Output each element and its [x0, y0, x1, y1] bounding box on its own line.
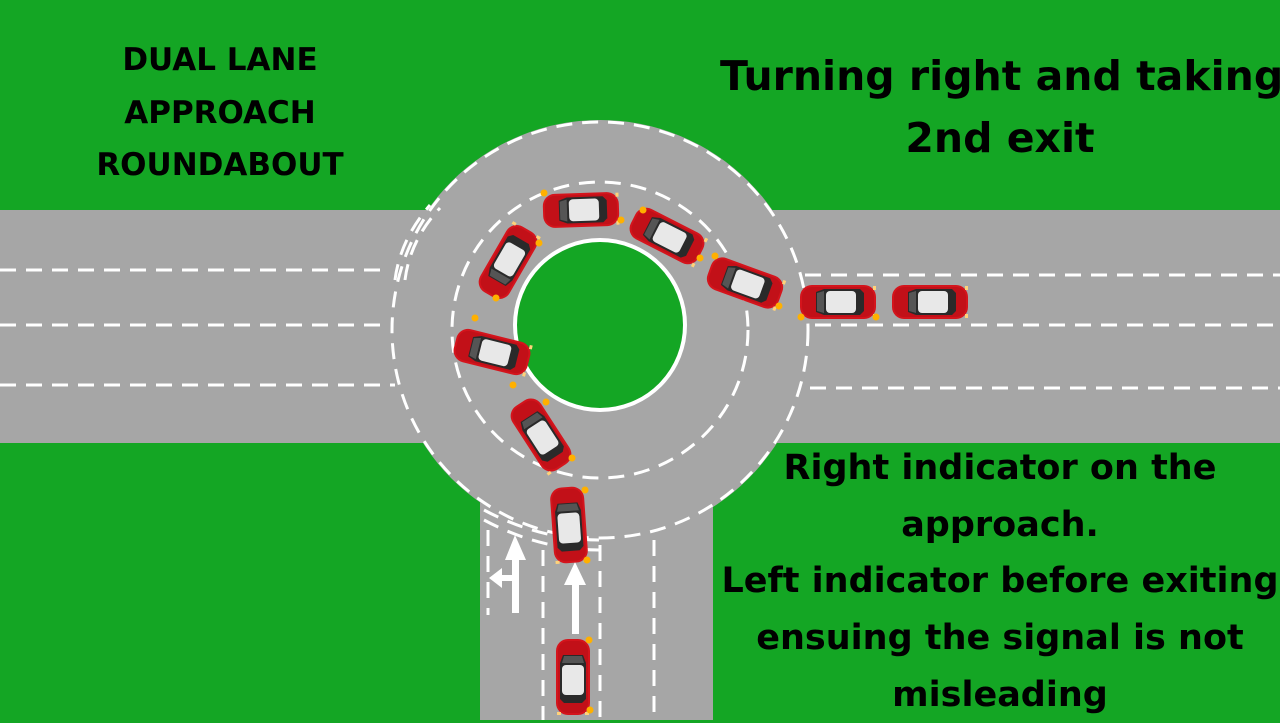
left-indicator-icon — [797, 313, 805, 321]
right-indicator-icon — [471, 314, 479, 322]
left-indicator-icon — [617, 216, 625, 224]
outer-give-way-circle — [390, 120, 810, 540]
diagram-title: DUAL LANE APPROACH ROUNDABOUT — [40, 34, 400, 192]
title-line: ROUNDABOUT — [96, 147, 344, 184]
title-line: APPROACH — [124, 94, 316, 131]
indicator-lights — [471, 189, 880, 714]
note-line: approach. — [901, 504, 1099, 545]
indicator-note: Right indicator on the approach. Left in… — [720, 440, 1280, 723]
ahead-arrow — [564, 562, 586, 634]
car-6 — [542, 191, 620, 229]
right-indicator-icon — [581, 486, 589, 494]
title-line: DUAL LANE — [122, 42, 318, 78]
note-line: Left indicator before exiting — [721, 561, 1279, 602]
west-give-way-line-2 — [403, 206, 442, 281]
note-line: ensuing the signal is not — [756, 618, 1244, 659]
west-road — [0, 210, 460, 443]
left-indicator-icon — [540, 189, 548, 197]
car-1 — [556, 639, 590, 715]
left-indicator-icon — [711, 252, 719, 260]
car-2 — [549, 485, 589, 565]
central-island — [513, 238, 687, 412]
left-indicator-icon — [872, 313, 880, 321]
left-and-ahead-arrow — [489, 535, 526, 613]
heading-line: Turning right and taking — [720, 52, 1280, 100]
heading-line: 2nd exit — [905, 113, 1095, 162]
right-indicator-icon — [583, 556, 591, 564]
left-indicator-icon — [775, 302, 783, 310]
right-indicator-icon — [585, 636, 593, 644]
car-10 — [892, 285, 968, 319]
inner-lane-circle — [450, 180, 750, 480]
right-indicator-icon — [586, 706, 594, 714]
right-indicator-icon — [509, 381, 517, 389]
left-indicator-icon — [639, 206, 647, 214]
manoeuvre-heading: Turning right and taking 2nd exit — [720, 46, 1280, 169]
right-indicator-icon — [535, 239, 543, 247]
right-indicator-icon — [568, 454, 576, 462]
right-indicator-icon — [542, 398, 550, 406]
right-indicator-icon — [492, 294, 500, 302]
west-give-way-line-1 — [393, 204, 432, 281]
car-9 — [800, 285, 876, 319]
left-indicator-icon — [696, 254, 704, 262]
note-line: misleading — [892, 674, 1108, 715]
note-line: Right indicator on the — [783, 448, 1217, 488]
